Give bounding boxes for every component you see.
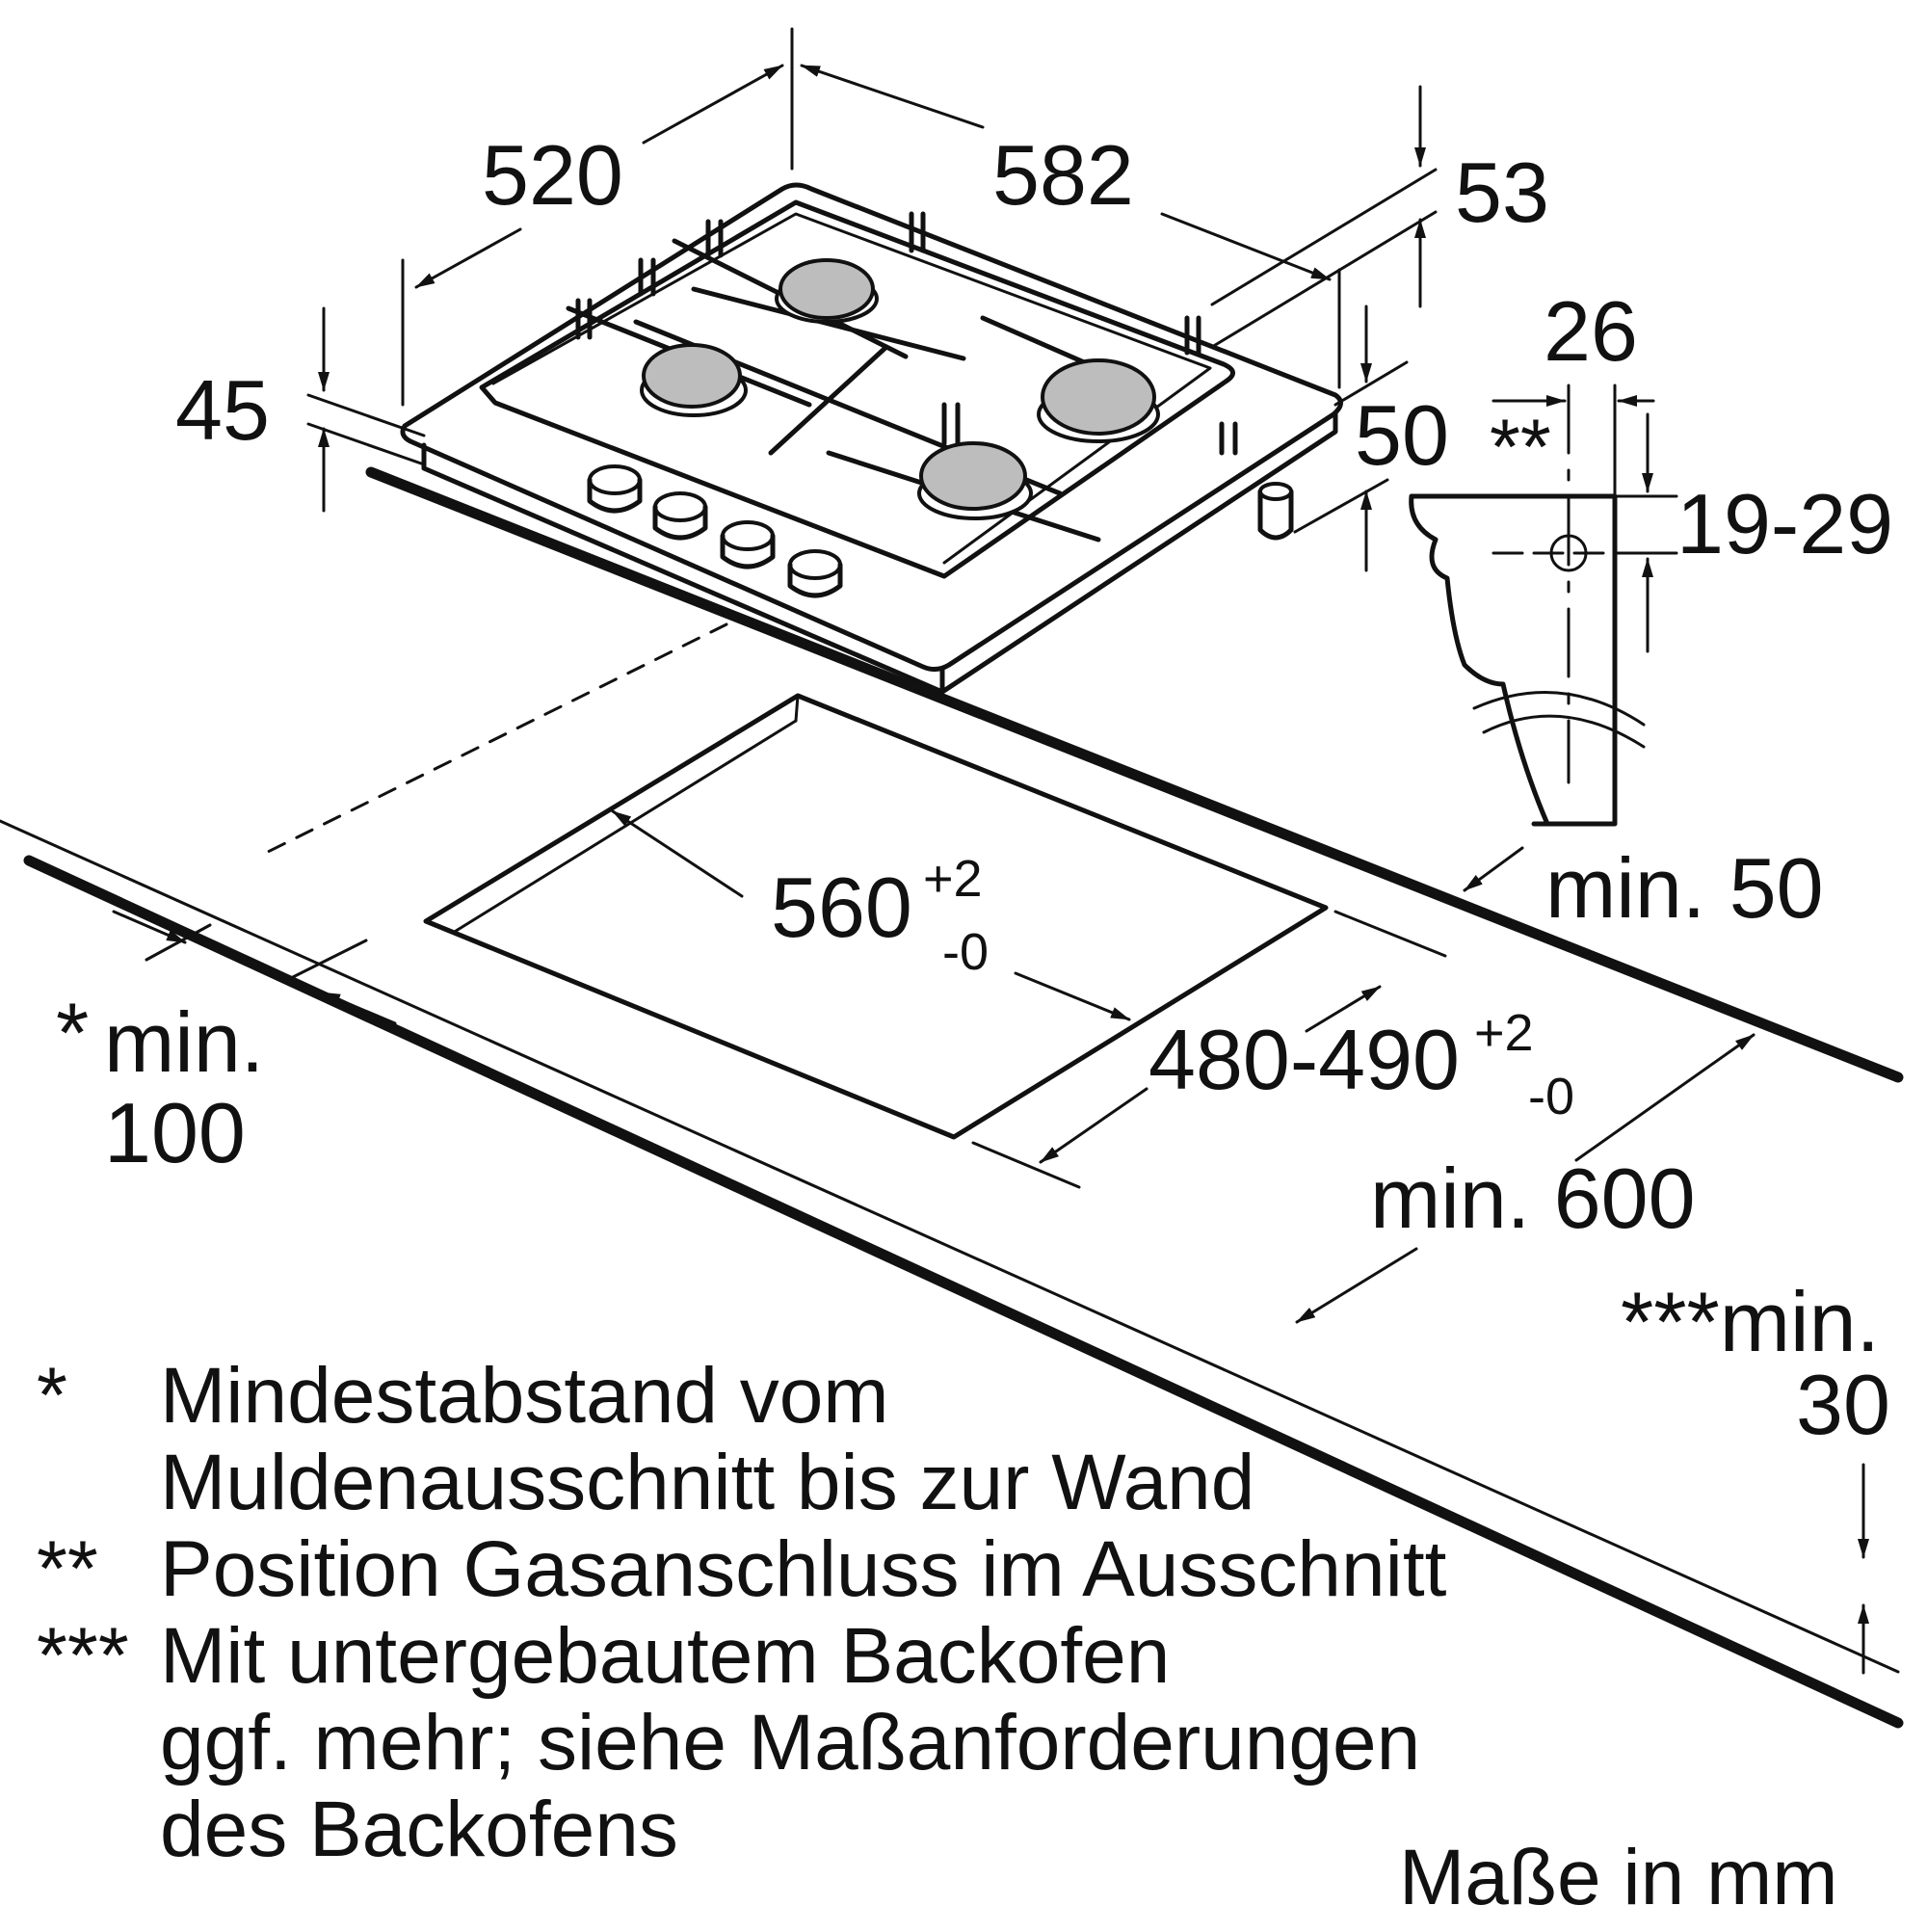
svg-text:*: * (37, 1352, 67, 1440)
burner-rear-left (775, 258, 879, 324)
svg-text:Mindestabstand vom: Mindestabstand vom (160, 1352, 889, 1440)
svg-text:des Backofens: des Backofens (160, 1786, 678, 1873)
control-knobs (587, 464, 843, 598)
svg-text:Position Gasanschluss im Aussc: Position Gasanschluss im Ausschnitt (160, 1525, 1447, 1613)
width-label: 582 (992, 127, 1134, 223)
svg-text:***min.: ***min. (1621, 1274, 1880, 1369)
front-min-label: * min. 100 (56, 985, 264, 1180)
dimension-labels: 520 582 53 45 50 26 ** 19-29 min. 50 560… (56, 127, 1893, 1452)
footnote-2: ** Position Gasanschluss im Ausschnitt (37, 1525, 1447, 1613)
footnote-1: * Mindestabstand vom Muldenausschnitt bi… (37, 1352, 1254, 1526)
gas-marker-label: ** (1490, 404, 1551, 491)
front-height-label: 45 (175, 362, 270, 458)
below-min-label: ***min. 30 (1621, 1274, 1890, 1452)
burner-front-left (640, 343, 748, 417)
footnote-3: *** Mit untergebautem Backofen ggf. mehr… (37, 1612, 1420, 1873)
svg-text:560: 560 (771, 860, 912, 955)
svg-text:+2: +2 (923, 850, 983, 908)
cutout-opening (423, 693, 1329, 1140)
hob-illustration (400, 182, 1343, 695)
pan-support-grate (479, 199, 1235, 579)
units-label: Maße in mm (1399, 1834, 1838, 1921)
gas-connection-detail (1409, 384, 1646, 827)
svg-text:100: 100 (104, 1085, 246, 1180)
gas-offset-label: 26 (1544, 283, 1638, 379)
cutout-width-label: 560 +2 -0 (771, 850, 989, 981)
svg-text:*: * (56, 985, 89, 1080)
wall-gap-label: min. 50 (1545, 840, 1824, 936)
footnotes: * Mindestabstand vom Muldenausschnitt bi… (37, 1352, 1838, 1921)
top-height-label: 53 (1455, 145, 1549, 240)
svg-text:480-490: 480-490 (1148, 1012, 1460, 1107)
gas-range-label: 19-29 (1676, 476, 1893, 571)
svg-text:***: *** (37, 1612, 129, 1700)
svg-text:Muldenausschnitt bis zur Wand: Muldenausschnitt bis zur Wand (160, 1439, 1254, 1526)
side-height-label: 50 (1355, 387, 1449, 483)
svg-text:min.: min. (104, 994, 264, 1090)
svg-text:+2: +2 (1474, 1004, 1534, 1062)
svg-text:Mit untergebautem Backofen: Mit untergebautem Backofen (160, 1612, 1170, 1700)
svg-text:**: ** (37, 1525, 98, 1613)
svg-text:ggf. mehr; siehe Maßanforderun: ggf. mehr; siehe Maßanforderungen (160, 1699, 1420, 1786)
gas-connector (1257, 482, 1294, 541)
cutout-depth-label: 480-490 +2 -0 (1148, 1004, 1574, 1125)
svg-text:-0: -0 (1528, 1068, 1574, 1125)
svg-text:-0: -0 (942, 923, 989, 981)
svg-text:30: 30 (1796, 1357, 1890, 1452)
burner-rear-right (1037, 358, 1160, 443)
burner-front-right (917, 441, 1033, 520)
dimension-lines (112, 27, 1869, 1675)
hob-top-plate (400, 182, 1343, 673)
depth-label: 520 (482, 127, 623, 223)
counter-min-label: min. 600 (1370, 1151, 1696, 1246)
hob-front-edge (421, 442, 945, 695)
